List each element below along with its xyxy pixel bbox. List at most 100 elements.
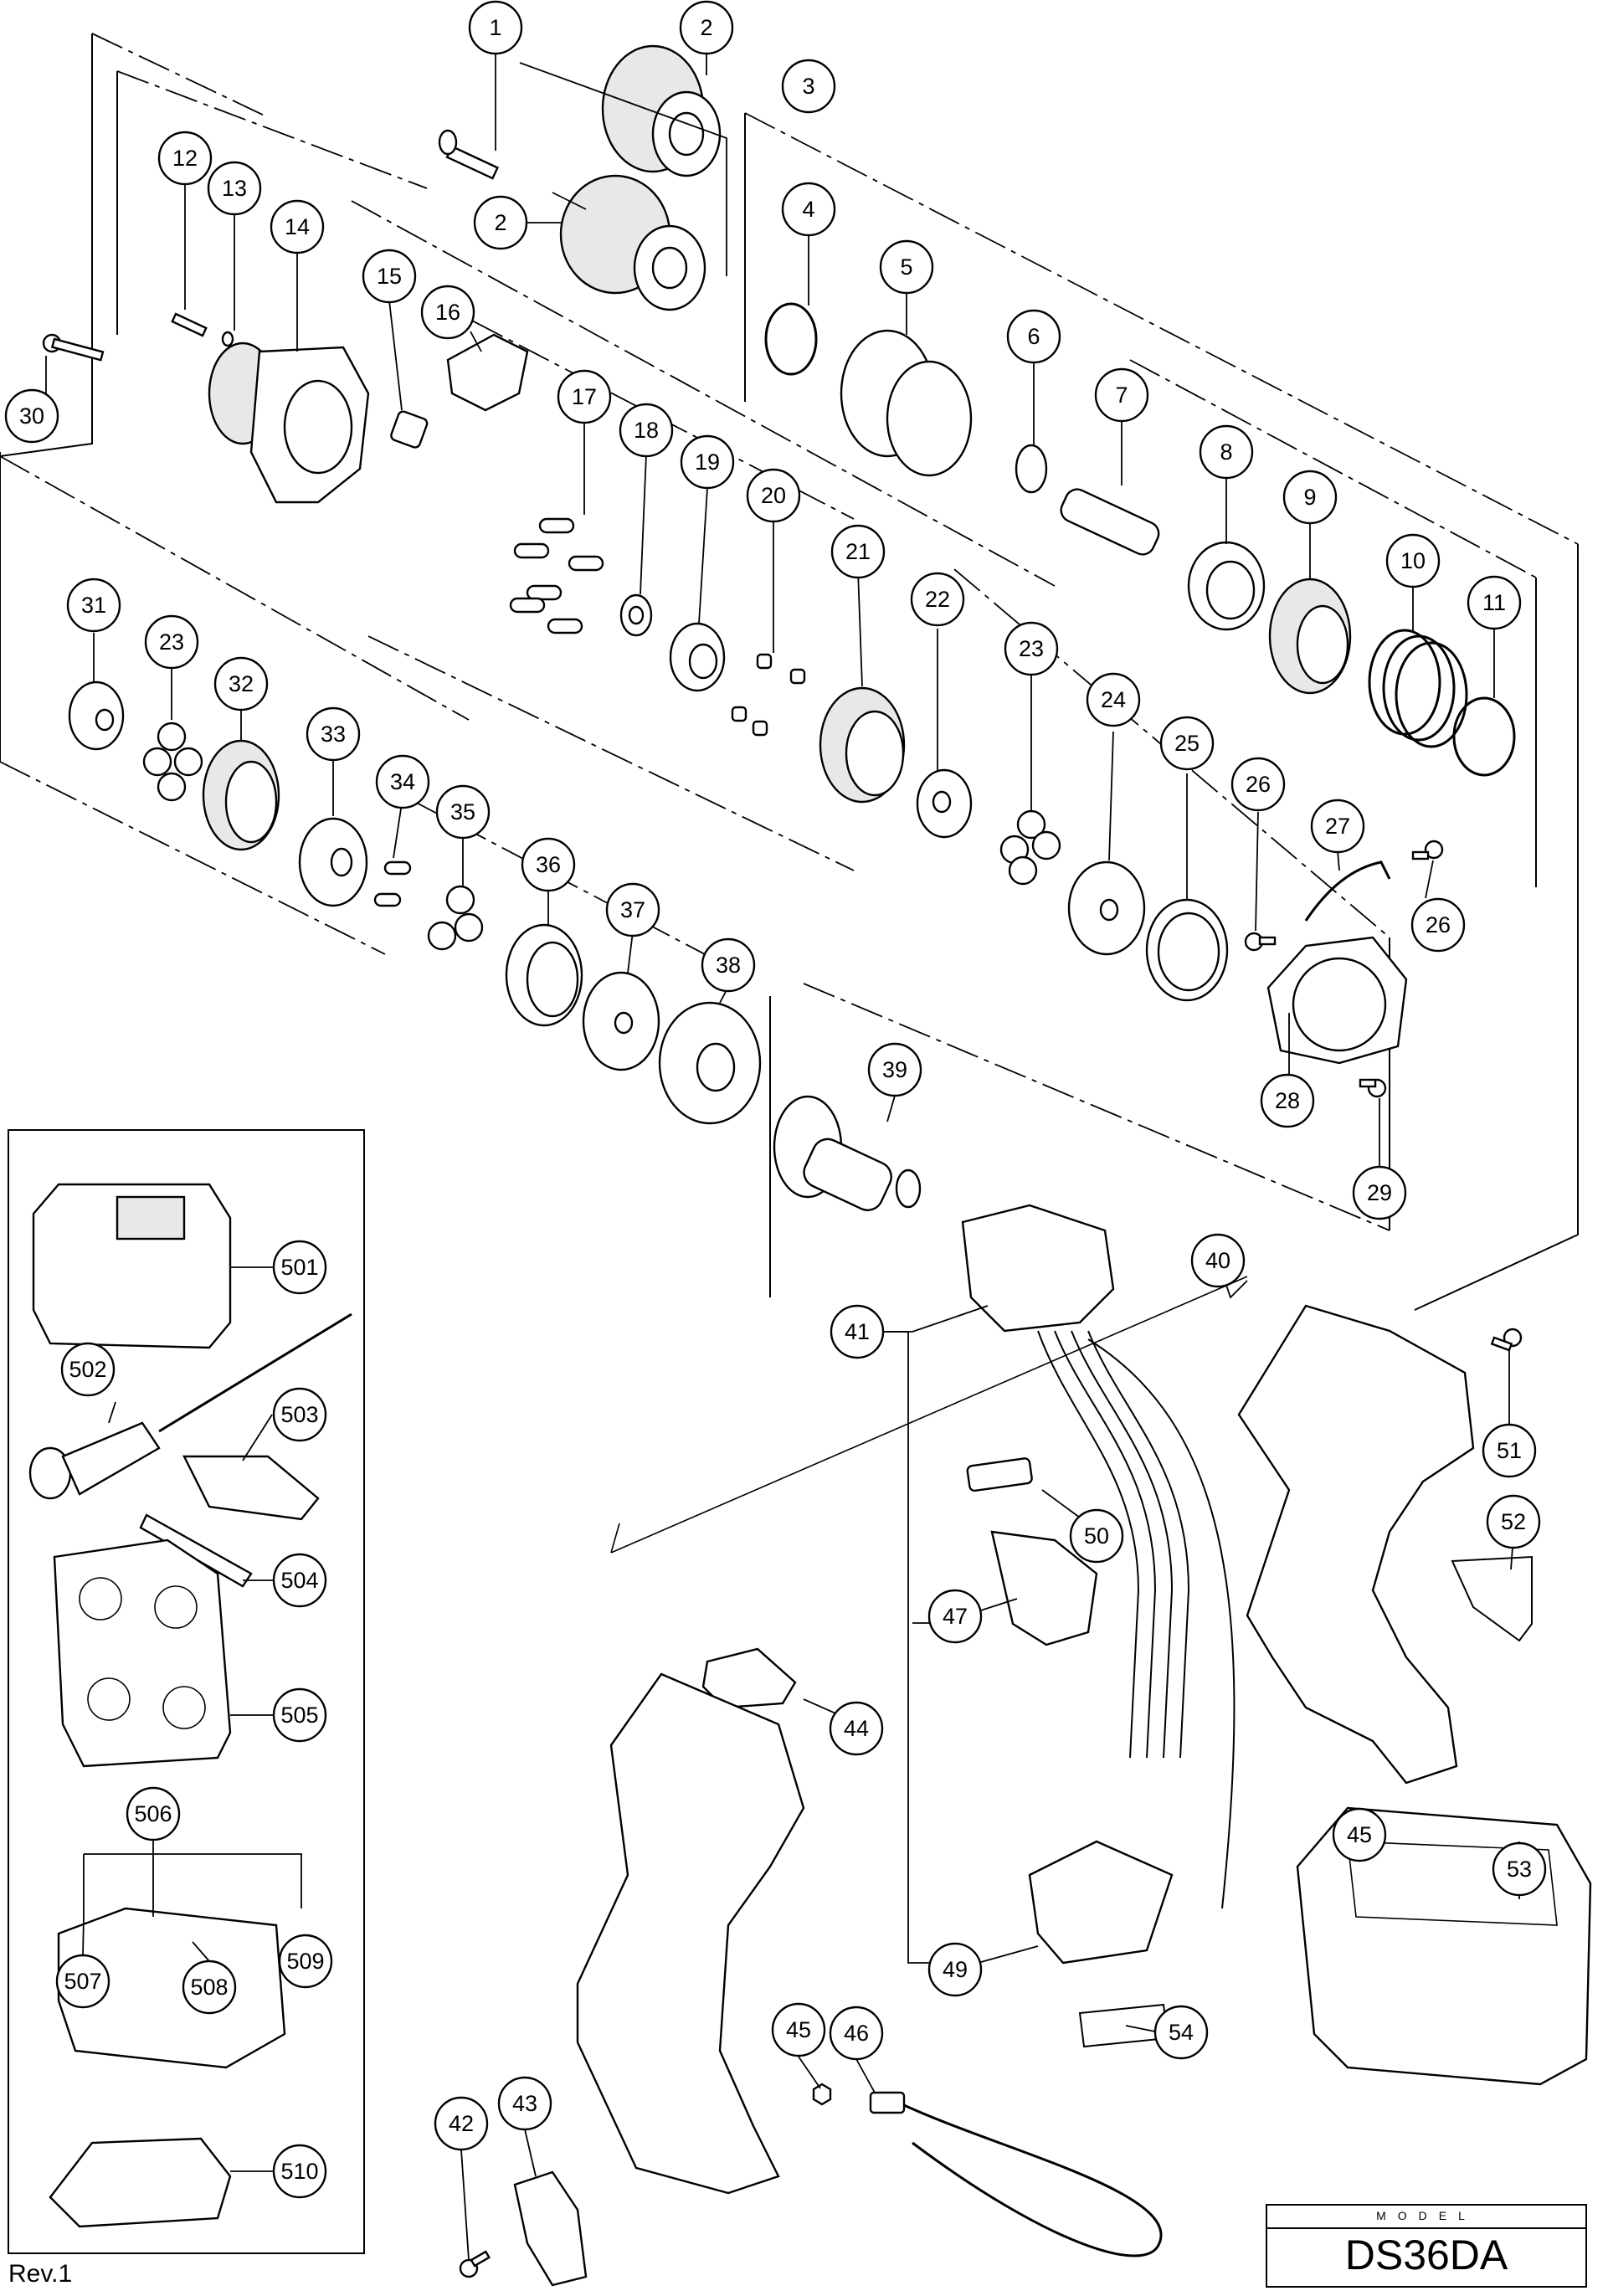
callout-505: 505 — [272, 1687, 327, 1743]
part-6-collar — [1015, 444, 1048, 494]
callout-506: 506 — [126, 1786, 181, 1841]
svg-text:50: 50 — [1084, 1523, 1109, 1549]
svg-text:54: 54 — [1169, 2020, 1194, 2045]
part-26-screw-b — [1411, 840, 1444, 860]
callout-2-lower: 2 — [473, 195, 528, 250]
svg-text:505: 505 — [280, 1703, 318, 1728]
svg-text:25: 25 — [1174, 731, 1200, 756]
svg-text:36: 36 — [536, 852, 561, 877]
callout-501: 501 — [272, 1240, 327, 1295]
callout-54: 54 — [1153, 2005, 1209, 2060]
callout-23-upper: 23 — [1004, 621, 1059, 676]
callout-22: 22 — [910, 572, 965, 627]
part-10-spring — [1368, 629, 1468, 748]
callout-9: 9 — [1282, 470, 1338, 525]
callout-16: 16 — [420, 285, 475, 340]
svg-text:30: 30 — [19, 403, 44, 429]
svg-text:28: 28 — [1275, 1088, 1300, 1113]
part-43-belt-hook — [513, 2170, 588, 2287]
svg-text:42: 42 — [449, 2111, 474, 2136]
callout-32: 32 — [213, 656, 269, 711]
callout-52: 52 — [1486, 1494, 1541, 1549]
part-2-chuck-keyless — [601, 44, 722, 177]
part-5-sleeve — [840, 329, 973, 477]
part-510-case-insert — [49, 2137, 232, 2228]
callout-5: 5 — [879, 239, 934, 295]
part-19-nut — [669, 622, 726, 692]
svg-text:9: 9 — [1303, 485, 1316, 510]
svg-text:26: 26 — [1246, 772, 1271, 797]
callout-46: 46 — [829, 2006, 884, 2061]
svg-text:507: 507 — [64, 1969, 101, 1994]
part-23-planet-gears-lower — [142, 722, 203, 802]
callout-510: 510 — [272, 2144, 327, 2199]
callout-10: 10 — [1385, 533, 1441, 588]
callout-6: 6 — [1006, 309, 1061, 364]
callout-35: 35 — [435, 784, 491, 840]
part-26-screw-a — [1244, 932, 1277, 952]
callout-34: 34 — [375, 754, 430, 809]
callout-13: 13 — [207, 161, 262, 216]
callouts: 1 2 3 2 4 5 6 7 8 9 10 11 12 13 14 15 16… — [4, 0, 1547, 2199]
callout-507: 507 — [55, 1954, 110, 2009]
svg-text:52: 52 — [1501, 1509, 1526, 1534]
callout-504: 504 — [272, 1553, 327, 1608]
callout-508: 508 — [182, 1960, 237, 2015]
svg-text:33: 33 — [321, 722, 346, 747]
part-27-spring-wire — [1304, 860, 1391, 922]
callout-502: 502 — [60, 1342, 116, 1397]
part-12-pin — [171, 312, 208, 337]
svg-text:15: 15 — [377, 264, 402, 289]
svg-text:21: 21 — [845, 539, 871, 564]
part-22-carrier — [916, 768, 973, 839]
part-18-washer — [619, 593, 653, 637]
svg-text:504: 504 — [280, 1568, 318, 1593]
svg-text:18: 18 — [634, 418, 659, 443]
callout-8: 8 — [1199, 424, 1254, 480]
part-42-screw — [459, 2250, 491, 2278]
part-21-ring-gear — [819, 686, 906, 804]
parts-drawings — [42, 44, 1592, 2287]
svg-text:506: 506 — [134, 1801, 172, 1826]
part-4-snap-ring — [764, 302, 818, 376]
part-47-switch — [990, 1530, 1098, 1646]
svg-text:4: 4 — [802, 197, 814, 222]
part-handle-housing-left — [576, 1672, 805, 2195]
callout-36: 36 — [521, 837, 576, 892]
callout-7: 7 — [1094, 367, 1149, 423]
part-35-gears — [427, 885, 484, 951]
svg-text:47: 47 — [943, 1604, 968, 1629]
model-name: DS36DA — [1344, 2232, 1508, 2278]
svg-text:24: 24 — [1101, 687, 1126, 712]
svg-text:31: 31 — [81, 593, 106, 618]
part-20-steel-balls — [731, 653, 806, 737]
part-15-block — [390, 410, 429, 449]
part-9-clutch-ring — [1268, 578, 1352, 695]
callout-17: 17 — [557, 369, 612, 424]
part-44-cap — [701, 1647, 797, 1709]
part-45-nut-a — [812, 2083, 832, 2106]
revision-label: Rev.1 — [8, 2260, 73, 2288]
svg-text:22: 22 — [925, 587, 950, 612]
svg-text:29: 29 — [1367, 1180, 1392, 1205]
part-7-spindle — [1060, 488, 1160, 556]
model-box: MODEL DS36DA — [1266, 2204, 1587, 2288]
svg-text:38: 38 — [716, 953, 741, 978]
part-40-housing-half — [1237, 1304, 1475, 1785]
callout-3: 3 — [781, 59, 836, 114]
callout-14: 14 — [270, 199, 325, 254]
part-32-ring-gear — [202, 739, 280, 851]
callout-41: 41 — [830, 1304, 885, 1359]
callout-38: 38 — [701, 937, 756, 993]
callout-1: 1 — [468, 0, 523, 55]
callout-30: 30 — [4, 388, 59, 444]
part-13-washer — [221, 331, 234, 347]
part-41-stator-harness — [961, 1204, 1236, 1909]
part-50-pad — [966, 1457, 1033, 1492]
part-501-charger — [32, 1183, 232, 1349]
callout-509: 509 — [278, 1934, 333, 1989]
svg-text:35: 35 — [450, 799, 475, 824]
callout-37: 37 — [605, 882, 660, 937]
accessories-panel — [8, 1129, 365, 2254]
callout-28: 28 — [1260, 1073, 1315, 1128]
